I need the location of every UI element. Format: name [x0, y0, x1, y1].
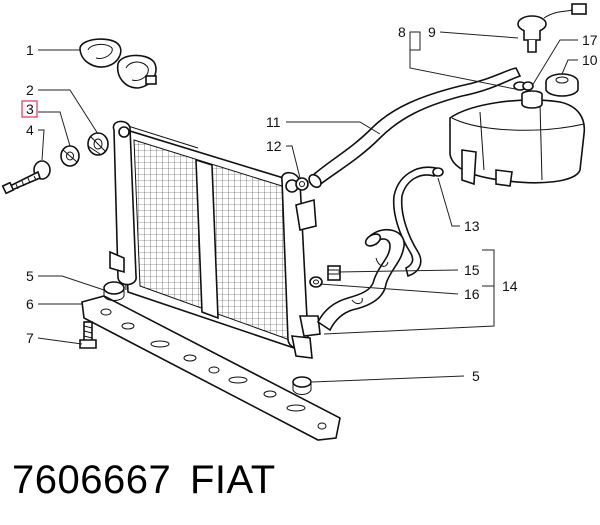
leader-lines — [37, 31, 578, 383]
bolt-part-4 — [1, 160, 51, 195]
rubber-mount-part-5b — [292, 376, 312, 395]
callout-3-highlight — [21, 100, 38, 118]
drain-plug-part-15 — [327, 265, 341, 281]
grommet-part-2 — [87, 132, 109, 156]
callout-13: 13 — [464, 218, 480, 234]
tank-cap-part-10 — [545, 73, 579, 97]
thin-hose-part-13 — [392, 166, 444, 278]
callout-6: 6 — [26, 296, 34, 312]
callout-8: 8 — [398, 24, 406, 40]
part-number: 7606667 — [12, 458, 172, 502]
bolt-part-7 — [79, 321, 97, 349]
callout-17: 17 — [582, 32, 598, 48]
callout-16: 16 — [464, 286, 480, 302]
radiator-core — [109, 120, 321, 359]
callout-10: 10 — [582, 52, 598, 68]
expansion-tank — [449, 81, 586, 187]
callouts: 1 2 3 4 5 6 7 8 9 17 10 11 12 13 15 14 1… — [21, 24, 598, 384]
callout-12: 12 — [266, 138, 282, 154]
callout-11: 11 — [266, 114, 281, 130]
callout-7: 7 — [26, 330, 34, 346]
washer-part-16 — [309, 276, 323, 288]
lower-hose-part-14 — [316, 228, 405, 332]
level-sensor-part-9 — [517, 3, 587, 53]
callout-9: 9 — [428, 24, 436, 40]
clip-part-17 — [522, 81, 534, 91]
callout-4: 4 — [26, 122, 34, 138]
grommet-part-3 — [60, 145, 80, 167]
callout-14: 14 — [502, 278, 518, 294]
callout-3: 3 — [26, 101, 34, 117]
callout-15: 15 — [464, 262, 480, 278]
clip-part-12 — [295, 177, 309, 191]
brand-name: FIAT — [190, 458, 276, 502]
upper-hose-part-11 — [308, 67, 522, 189]
callout-1: 1 — [26, 42, 34, 58]
callout-5a: 5 — [26, 268, 34, 284]
rubber-mount-part-5a — [103, 281, 125, 301]
callout-5b: 5 — [472, 368, 480, 384]
hose-clamp-part — [79, 38, 157, 89]
callout-2: 2 — [26, 82, 34, 98]
